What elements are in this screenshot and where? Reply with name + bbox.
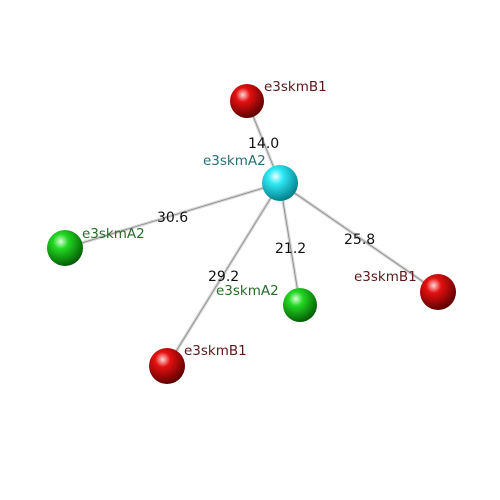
atom-center[interactable] xyxy=(262,165,298,201)
atom-label-1: e3skmB1 xyxy=(264,79,327,95)
bond-core-2 xyxy=(64,182,281,249)
center-atom-label: e3skmA2 xyxy=(203,153,266,169)
bond-core-4 xyxy=(166,182,281,367)
atom-label-4: e3skmB1 xyxy=(184,343,247,359)
atom-green-left[interactable] xyxy=(47,230,83,266)
distance-label-5: 25.8 xyxy=(344,232,375,248)
atoms-layer xyxy=(47,84,456,384)
atom-red-top[interactable] xyxy=(230,84,264,118)
atom-labels: e3skmA2 e3skmB1 e3skmA2 e3skmA2 e3skmB1 … xyxy=(82,79,417,359)
distance-label-4: 29.2 xyxy=(208,269,239,285)
atom-red-bottom[interactable] xyxy=(149,348,185,384)
bond-core-5 xyxy=(279,182,439,293)
distance-label-1: 14.0 xyxy=(248,136,279,152)
distance-label-3: 21.2 xyxy=(275,241,306,257)
atom-label-5: e3skmB1 xyxy=(354,269,417,285)
bond-core-3 xyxy=(279,182,301,306)
distance-label-2: 30.6 xyxy=(157,210,188,226)
atom-label-2: e3skmA2 xyxy=(82,226,145,242)
bonds-layer xyxy=(63,99,440,368)
distance-labels: 14.0 30.6 21.2 29.2 25.8 xyxy=(157,136,375,285)
atom-red-right[interactable] xyxy=(420,274,456,310)
atom-label-3: e3skmA2 xyxy=(216,283,279,299)
atom-green-bottom[interactable] xyxy=(283,288,317,322)
